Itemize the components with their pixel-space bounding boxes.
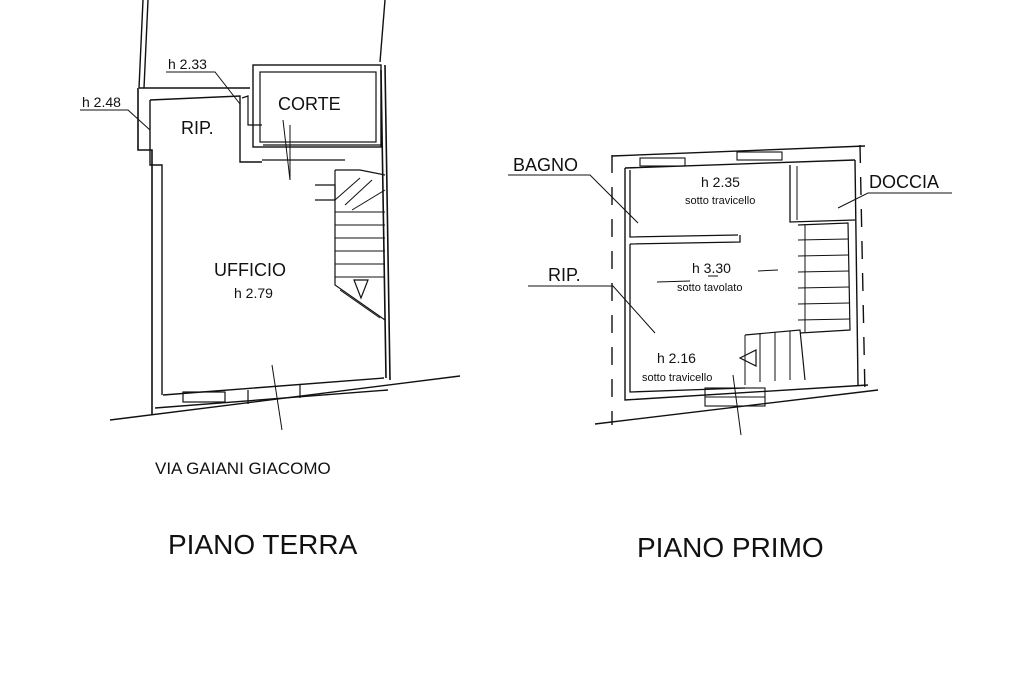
height-label-235: h 2.35 [701, 174, 740, 190]
room-label-corte: CORTE [278, 94, 341, 114]
height-label-248: h 2.48 [82, 94, 121, 110]
first-floor-plan [508, 144, 952, 436]
height-label-330: h 3.30 [692, 260, 731, 276]
height-label-279: h 2.79 [234, 285, 273, 301]
height-label-233: h 2.33 [168, 56, 207, 72]
ground-stairs [315, 169, 386, 321]
ground-floor-title: PIANO TERRA [168, 529, 358, 560]
height-note-330: sotto tavolato [677, 282, 742, 294]
height-note-235: sotto travicello [685, 195, 755, 207]
first-floor-stairs [738, 222, 851, 385]
room-label-rip-first: RIP. [548, 265, 581, 285]
height-label-216: h 2.16 [657, 350, 696, 366]
room-label-bagno: BAGNO [513, 155, 578, 175]
height-note-216: sotto travicello [642, 372, 712, 384]
first-floor-title: PIANO PRIMO [637, 532, 824, 563]
ground-floor-plan [80, 0, 461, 431]
room-label-doccia: DOCCIA [869, 172, 939, 192]
room-label-ufficio: UFFICIO [214, 260, 286, 280]
room-label-rip-ground: RIP. [181, 118, 214, 138]
street-name: VIA GAIANI GIACOMO [155, 459, 331, 478]
